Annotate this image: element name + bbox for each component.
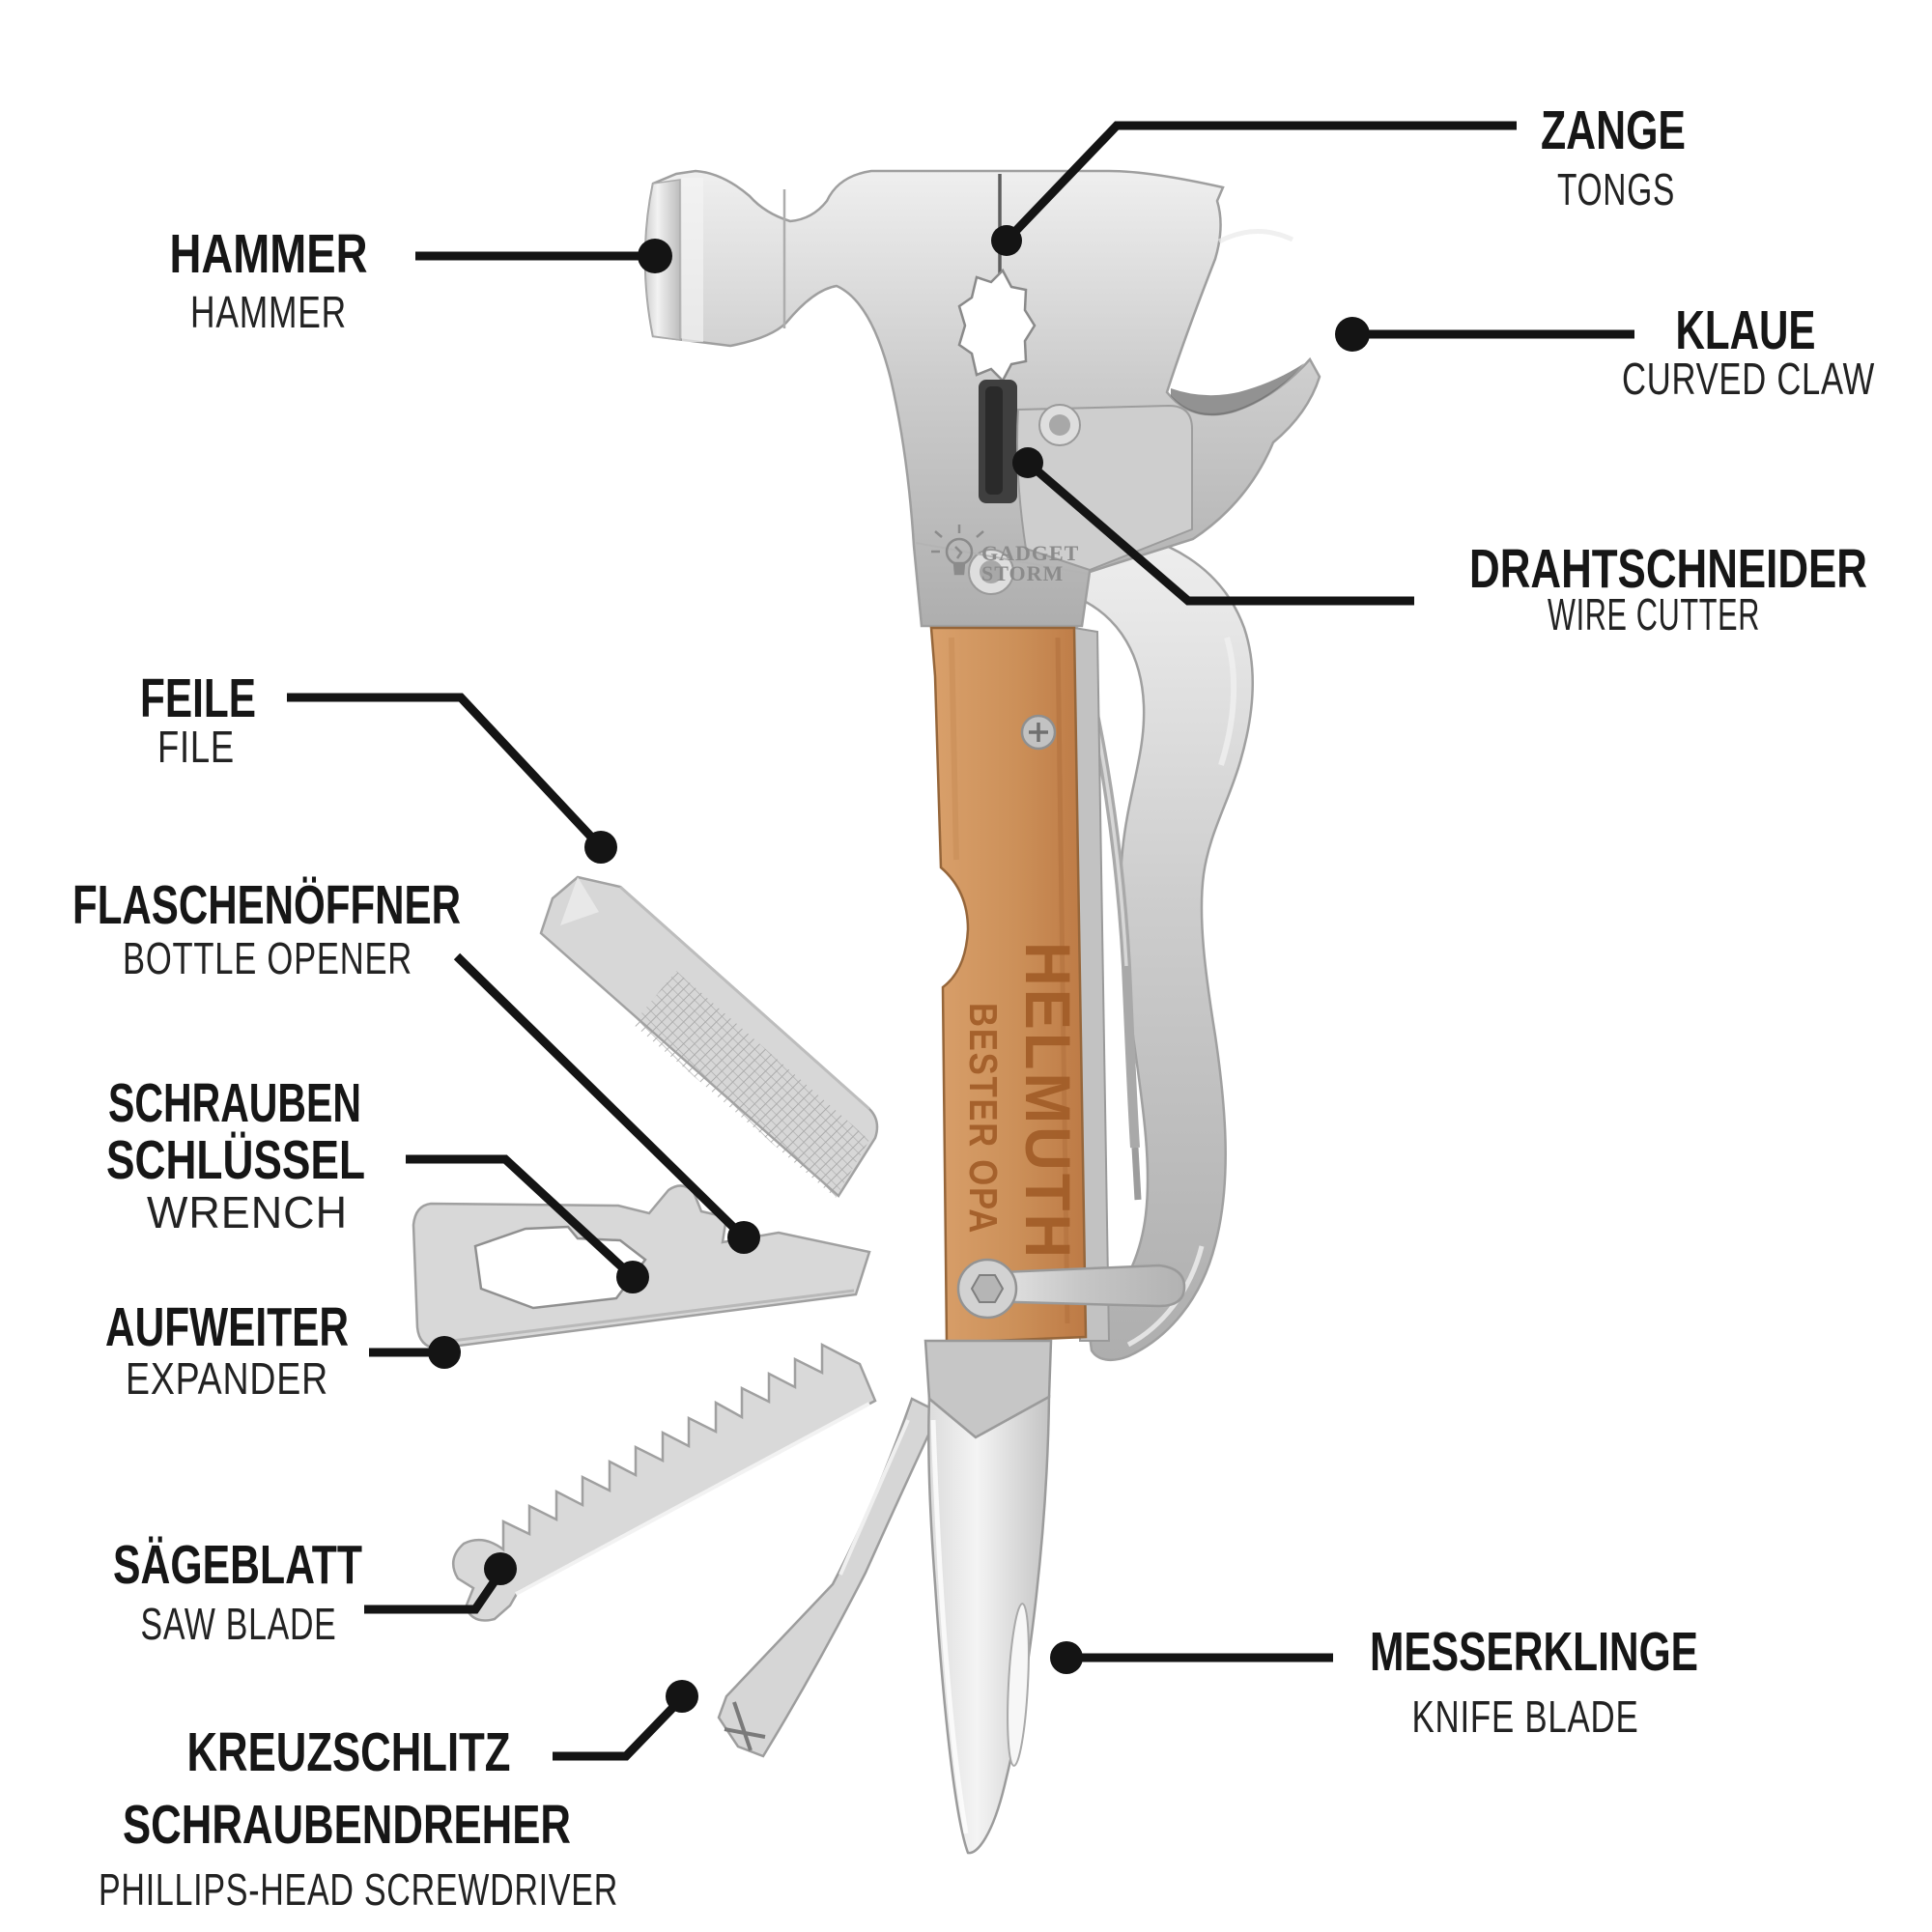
label-klaue-de: KLAUE: [1676, 299, 1816, 361]
label-klaue-en: CURVED CLAW: [1622, 354, 1875, 404]
aufweiter-dot: [428, 1336, 461, 1369]
label-schraubenschluessel-de-line2: SCHLÜSSEL: [106, 1129, 365, 1191]
zange-dot: [991, 225, 1022, 256]
knife-nail-groove: [1007, 1603, 1030, 1767]
messerklinge-dot: [1050, 1641, 1083, 1674]
back-handle: [1056, 527, 1254, 1362]
brand-logo: GADGET STORM: [931, 525, 1079, 585]
engraving-subtitle: BESTER OPA: [961, 1003, 1006, 1235]
file-tool: [539, 875, 879, 1198]
rivet-lower: [968, 549, 1014, 595]
label-drahtschneider-de: DRAHTSCHNEIDER: [1469, 538, 1867, 600]
label-zange-en: TONGS: [1557, 164, 1675, 214]
zange-leader-line: [1003, 121, 1517, 244]
label-flaschenoeffner-en: BOTTLE OPENER: [123, 933, 412, 983]
brand-name-line1: GADGET: [981, 541, 1079, 565]
handle-screw: [1020, 714, 1057, 751]
kreuzschlitz-leader-line: [553, 1694, 686, 1761]
feile-leader-line: [287, 693, 605, 851]
lightbulb-icon: [931, 525, 984, 576]
label-zange-de: ZANGE: [1541, 99, 1686, 161]
saegeblatt-dot: [484, 1552, 517, 1585]
hammer-head: [643, 169, 1321, 628]
engraving-name: HELMUTH: [1012, 942, 1084, 1261]
label-kreuzschlitz-de-line1: KREUZSCHLITZ: [187, 1721, 511, 1783]
label-schraubenschluessel-de-line1: SCHRAUBEN: [108, 1072, 361, 1134]
label-messerklinge-de: MESSERKLINGE: [1370, 1621, 1698, 1683]
pliers-jaws-opening: [957, 268, 1037, 384]
leader-lines: [287, 121, 1634, 1761]
pliers-head-plate: [1016, 404, 1193, 572]
feile-dot: [584, 831, 617, 864]
drahtschneider-dot: [1012, 447, 1043, 478]
schraubenschluessel-dot: [616, 1261, 649, 1293]
label-aufweiter-en: EXPANDER: [126, 1353, 328, 1404]
label-hammer-de: HAMMER: [170, 223, 368, 285]
label-saegeblatt-de: SÄGEBLATT: [113, 1534, 362, 1596]
label-messerklinge-en: KNIFE BLADE: [1412, 1691, 1639, 1742]
label-hammer-en: HAMMER: [190, 287, 347, 337]
knife-blade: [923, 1339, 1053, 1855]
rivet-upper: [1038, 404, 1081, 446]
label-drahtschneider-en: WIRE CUTTER: [1548, 589, 1760, 639]
flaschenoeffner-leader-line: [453, 952, 748, 1241]
kreuzschlitz-dot: [666, 1680, 698, 1713]
link-strap: [978, 1264, 1186, 1308]
flaschenoeffner-dot: [727, 1221, 760, 1254]
saegeblatt-leader-line: [364, 1570, 504, 1614]
saw-blade-tool: [451, 1342, 877, 1622]
klaue-dot: [1335, 317, 1370, 352]
wood-handle: HELMUTH BESTER OPA: [929, 626, 1111, 1345]
label-feile-en: FILE: [157, 722, 235, 772]
pivot-bolt: [956, 1258, 1018, 1320]
claw: [1171, 363, 1304, 416]
phillips-screwdriver-tool: [717, 1397, 941, 1758]
label-kreuzschlitz-de-line2: SCHRAUBENDREHER: [123, 1794, 571, 1856]
label-flaschenoeffner-de: FLASCHENÖFFNER: [72, 874, 461, 936]
label-schraubenschluessel-en: WRENCH: [147, 1187, 348, 1237]
brand-name-line2: STORM: [981, 561, 1064, 585]
label-feile-de: FEILE: [140, 668, 256, 729]
label-aufweiter-de: AUFWEITER: [105, 1296, 349, 1358]
label-saegeblatt-en: SAW BLADE: [141, 1599, 337, 1649]
schraubenschluessel-leader-line: [406, 1154, 637, 1281]
labels: ZANGE TONGS HAMMER HAMMER KLAUE CURVED C…: [72, 99, 1875, 1915]
drahtschneider-leader-line: [1025, 459, 1414, 606]
label-kreuzschlitz-en: PHILLIPS-HEAD SCREWDRIVER: [99, 1864, 618, 1915]
hammer-dot: [638, 239, 672, 273]
